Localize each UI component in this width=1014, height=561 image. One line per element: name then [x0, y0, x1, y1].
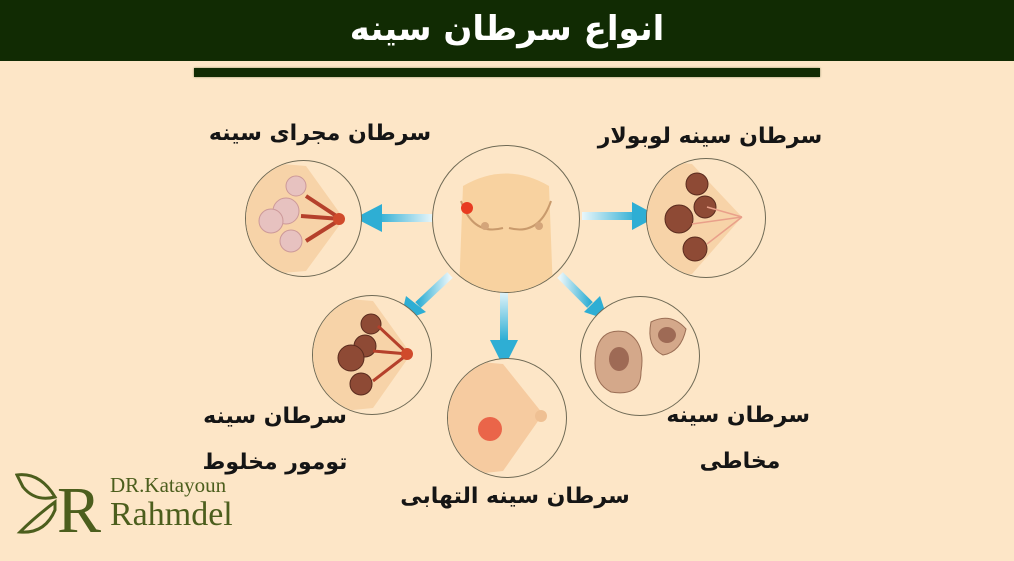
arrow-left-icon [355, 204, 433, 232]
label-mucinous-line2: مخاطی [699, 449, 781, 474]
lobular-circle [646, 158, 766, 278]
label-mucinous-line1: سرطان سینه [666, 403, 810, 428]
label-lobular: سرطان سینه لوبولار [597, 124, 823, 149]
arrow-right-icon [582, 202, 658, 230]
title-underline [194, 68, 820, 77]
mixed-circle [312, 295, 432, 415]
tumor-dot [461, 202, 473, 214]
svg-text:R: R [57, 474, 101, 540]
label-mixed-line1: سرطان سینه [203, 404, 347, 429]
header-banner: انواع سرطان سینه [0, 0, 1014, 61]
label-ductal: سرطان مجرای سینه [208, 121, 432, 146]
page-title: انواع سرطان سینه [349, 9, 665, 49]
torso-circle [432, 145, 580, 293]
logo-butterfly-icon: R [15, 473, 101, 540]
arrow-down-icon [490, 290, 518, 368]
label-mixed-line2: تومور مخلوط [202, 450, 348, 475]
logo-line2: Rahmdel [110, 496, 233, 533]
ductal-circle [245, 160, 362, 277]
label-inflammatory: سرطان سینه التهابی [400, 484, 630, 509]
inflammatory-circle [447, 358, 567, 478]
logo-line1: DR.Katayoun [110, 473, 227, 497]
mucinous-circle [580, 296, 700, 416]
